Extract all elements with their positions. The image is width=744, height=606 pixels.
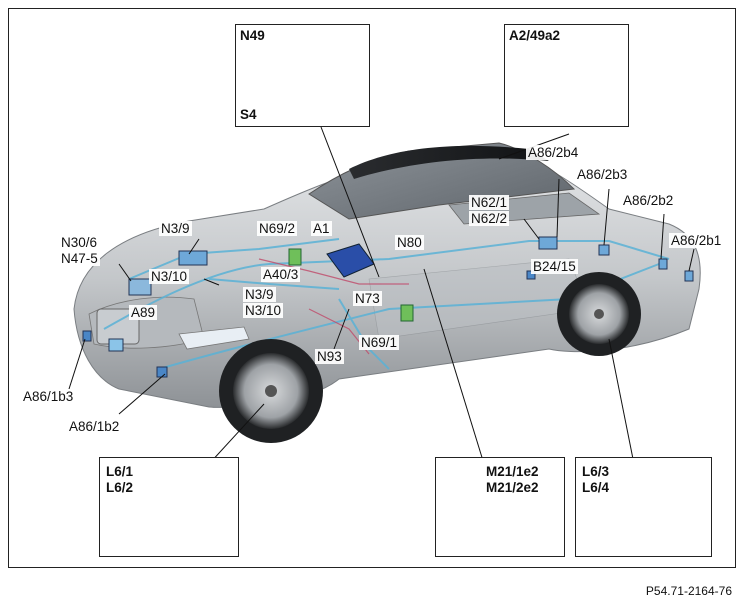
inset-label-n49: N49 [240,28,265,43]
label-n69-2: N69/2 [257,221,298,236]
label-n62-1: N62/1 [469,195,510,210]
inset-front-sensor: L6/1 L6/2 [99,457,239,557]
label-n47-5: N47-5 [59,251,100,266]
inset-label-s4: S4 [240,107,257,122]
label-n3-10-mid: N3/10 [243,303,284,318]
leader-lines [68,126,695,465]
label-n62-2: N62/2 [469,211,510,226]
label-a86-2b3: A86/2b3 [575,167,630,182]
label-a89: A89 [129,305,158,320]
label-n80: N80 [395,235,424,250]
inset-label-l6-4: L6/4 [582,480,610,495]
inset-steering-column-module: N49 S4 [235,24,370,127]
inset-antenna: A2/49a2 [504,24,629,127]
inset-label-l6-2: L6/2 [106,480,134,495]
label-n3-9-mid: N3/9 [243,287,276,302]
label-a86-2b2: A86/2b2 [621,193,676,208]
label-b24-15: B24/15 [531,259,578,274]
label-n3-10-top: N3/10 [149,269,190,284]
label-a1: A1 [311,221,332,236]
label-a86-1b3: A86/1b3 [21,389,76,404]
label-a86-2b1: A86/2b1 [669,233,724,248]
label-a40-3: A40/3 [261,267,301,282]
inset-rear-sensor: L6/3 L6/4 [575,457,712,557]
label-a86-1b2: A86/1b2 [67,419,122,434]
inset-label-l6-1: L6/1 [106,464,134,479]
components [82,236,694,378]
label-n69-1: N69/1 [359,335,400,350]
inset-label-a2-49a2: A2/49a2 [509,28,561,43]
front-wheel [219,339,323,443]
label-n30-6: N30/6 [59,235,100,250]
reference-code: P54.71-2164-76 [645,584,732,598]
label-n93: N93 [315,349,344,364]
label-n3-9-top: N3/9 [159,221,192,236]
diagram-frame: N49 S4 A2/49a2 L6/1 L6/2 M21/1e2 M21/2e2… [8,8,736,568]
label-a86-2b4: A86/2b4 [526,145,581,160]
inset-mirror: M21/1e2 M21/2e2 [435,457,565,557]
inset-label-l6-3: L6/3 [582,464,610,479]
rear-wheel [557,272,641,356]
inset-label-m21-1e2: M21/1e2 [486,464,539,479]
inset-label-m21-2e2: M21/2e2 [486,480,539,495]
label-n73: N73 [353,291,382,306]
